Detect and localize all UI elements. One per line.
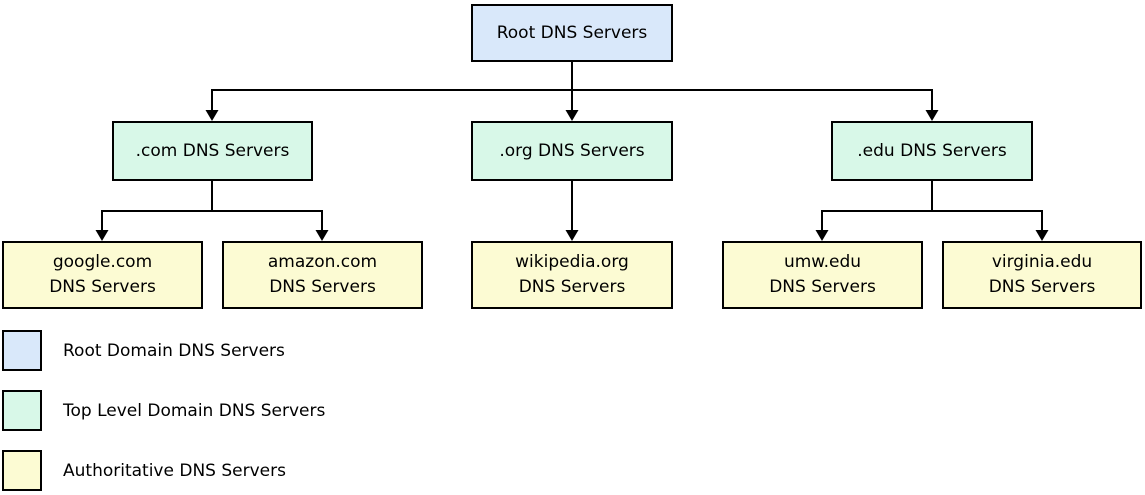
node-root-dns-servers: Root DNS Servers: [471, 4, 673, 62]
node-label-line2: DNS Servers: [269, 277, 376, 297]
legend-label: Root Domain DNS Servers: [63, 340, 285, 361]
node-label: .edu DNS Servers: [857, 140, 1007, 161]
node-com-dns-servers: .com DNS Servers: [112, 121, 313, 181]
node-org-dns-servers: .org DNS Servers: [471, 121, 673, 181]
legend-item-root-domain: Root Domain DNS Servers: [2, 330, 285, 371]
legend-item-authoritative: Authoritative DNS Servers: [2, 450, 286, 491]
legend-swatch-root-domain: [2, 330, 42, 371]
node-label: .com DNS Servers: [135, 140, 290, 161]
node-label-line1: wikipedia.org: [515, 252, 629, 273]
legend-swatch-top-level-domain: [2, 390, 42, 431]
node-label-line1: google.com: [52, 252, 153, 273]
node-virginia-edu-dns-servers: virginia.edu DNS Servers: [942, 241, 1142, 309]
node-label-line1: umw.edu: [783, 252, 862, 273]
node-label-line1: amazon.com: [267, 252, 378, 273]
legend-swatch-authoritative: [2, 450, 42, 491]
node-label-line2: DNS Servers: [518, 277, 626, 297]
node-umw-edu-dns-servers: umw.edu DNS Servers: [722, 241, 923, 309]
node-google-com-dns-servers: google.com DNS Servers: [2, 241, 203, 309]
node-label: .org DNS Servers: [499, 140, 645, 161]
node-label-line2: DNS Servers: [769, 277, 876, 297]
node-label-line1: virginia.edu: [991, 252, 1093, 273]
node-label-line2: DNS Servers: [988, 277, 1096, 297]
node-label-line2: DNS Servers: [49, 277, 156, 297]
node-label: Root DNS Servers: [496, 22, 648, 43]
legend-item-top-level-domain: Top Level Domain DNS Servers: [2, 390, 325, 431]
legend-label: Authoritative DNS Servers: [63, 460, 286, 481]
node-edu-dns-servers: .edu DNS Servers: [831, 121, 1033, 181]
node-amazon-com-dns-servers: amazon.com DNS Servers: [222, 241, 423, 309]
legend-label: Top Level Domain DNS Servers: [63, 400, 326, 421]
node-wikipedia-org-dns-servers: wikipedia.org DNS Servers: [471, 241, 673, 309]
